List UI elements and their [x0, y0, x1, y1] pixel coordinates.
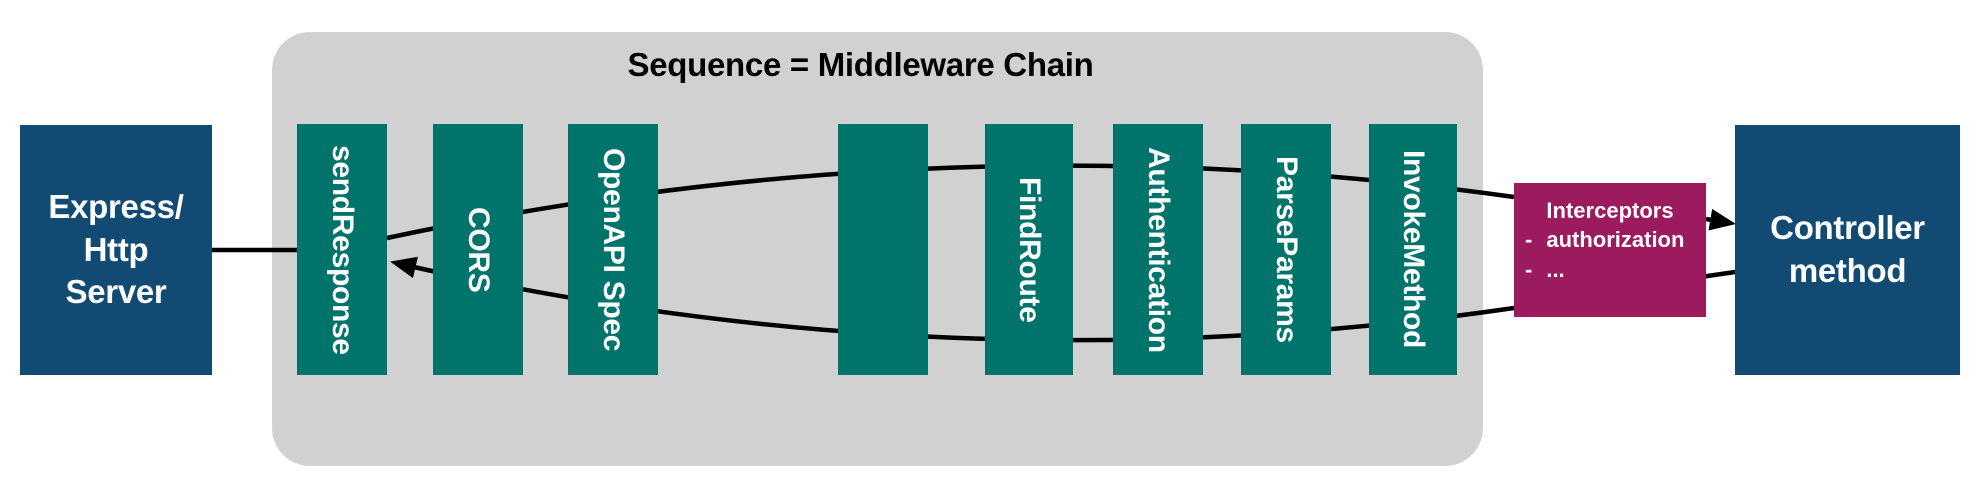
express-node-label-line: Http: [83, 230, 149, 268]
chain-box-label: CORS: [462, 206, 495, 293]
chain-box-invokemethod: InvokeMethod: [1369, 124, 1457, 375]
express-http-server-node: Express/ Http Server: [20, 125, 212, 375]
express-node-label-line: Express/: [48, 187, 184, 225]
chain-box-cors: CORS: [433, 124, 523, 375]
controller-node-label-line: Controller: [1770, 209, 1925, 247]
express-node-label-line: Server: [65, 273, 167, 311]
chain-box-label: sendResponse: [326, 144, 359, 355]
chain-box-label: InvokeMethod: [1397, 150, 1430, 349]
panel-title: Sequence = Middleware Chain: [627, 46, 1094, 83]
chain-box-openapi-spec: OpenAPI Spec: [568, 124, 658, 375]
chain-box-findroute: FindRoute: [985, 124, 1073, 375]
chain-box-label: OpenAPI Spec: [597, 147, 630, 352]
interceptor-item-label: authorization: [1546, 227, 1685, 253]
interceptors-title: Interceptors: [1546, 198, 1674, 223]
bullet-dash: -: [1525, 227, 1533, 253]
interceptor-item-authorization: - authorization: [1522, 225, 1698, 254]
chain-box-authentication: Authentication: [1113, 124, 1203, 375]
interceptor-item-ellipsis: - ...: [1522, 255, 1698, 284]
bullet-dash: -: [1525, 256, 1533, 282]
interceptor-item-label: ...: [1546, 256, 1565, 282]
chain-box-sendresponse: sendResponse: [297, 124, 387, 375]
interceptors-node: Interceptors - authorization - ...: [1514, 183, 1706, 317]
chain-box-label: ParseParams: [1270, 156, 1303, 343]
controller-node-label-line: method: [1788, 252, 1907, 289]
chain-box-blank: [838, 124, 928, 375]
controller-method-node: Controller method: [1735, 125, 1960, 375]
chain-box-parseparams: ParseParams: [1241, 124, 1331, 375]
chain-box-label: Authentication: [1142, 146, 1175, 353]
chain-box-label: FindRoute: [1013, 176, 1046, 323]
wire-interceptors-to-controller-arrow: [1705, 208, 1736, 231]
